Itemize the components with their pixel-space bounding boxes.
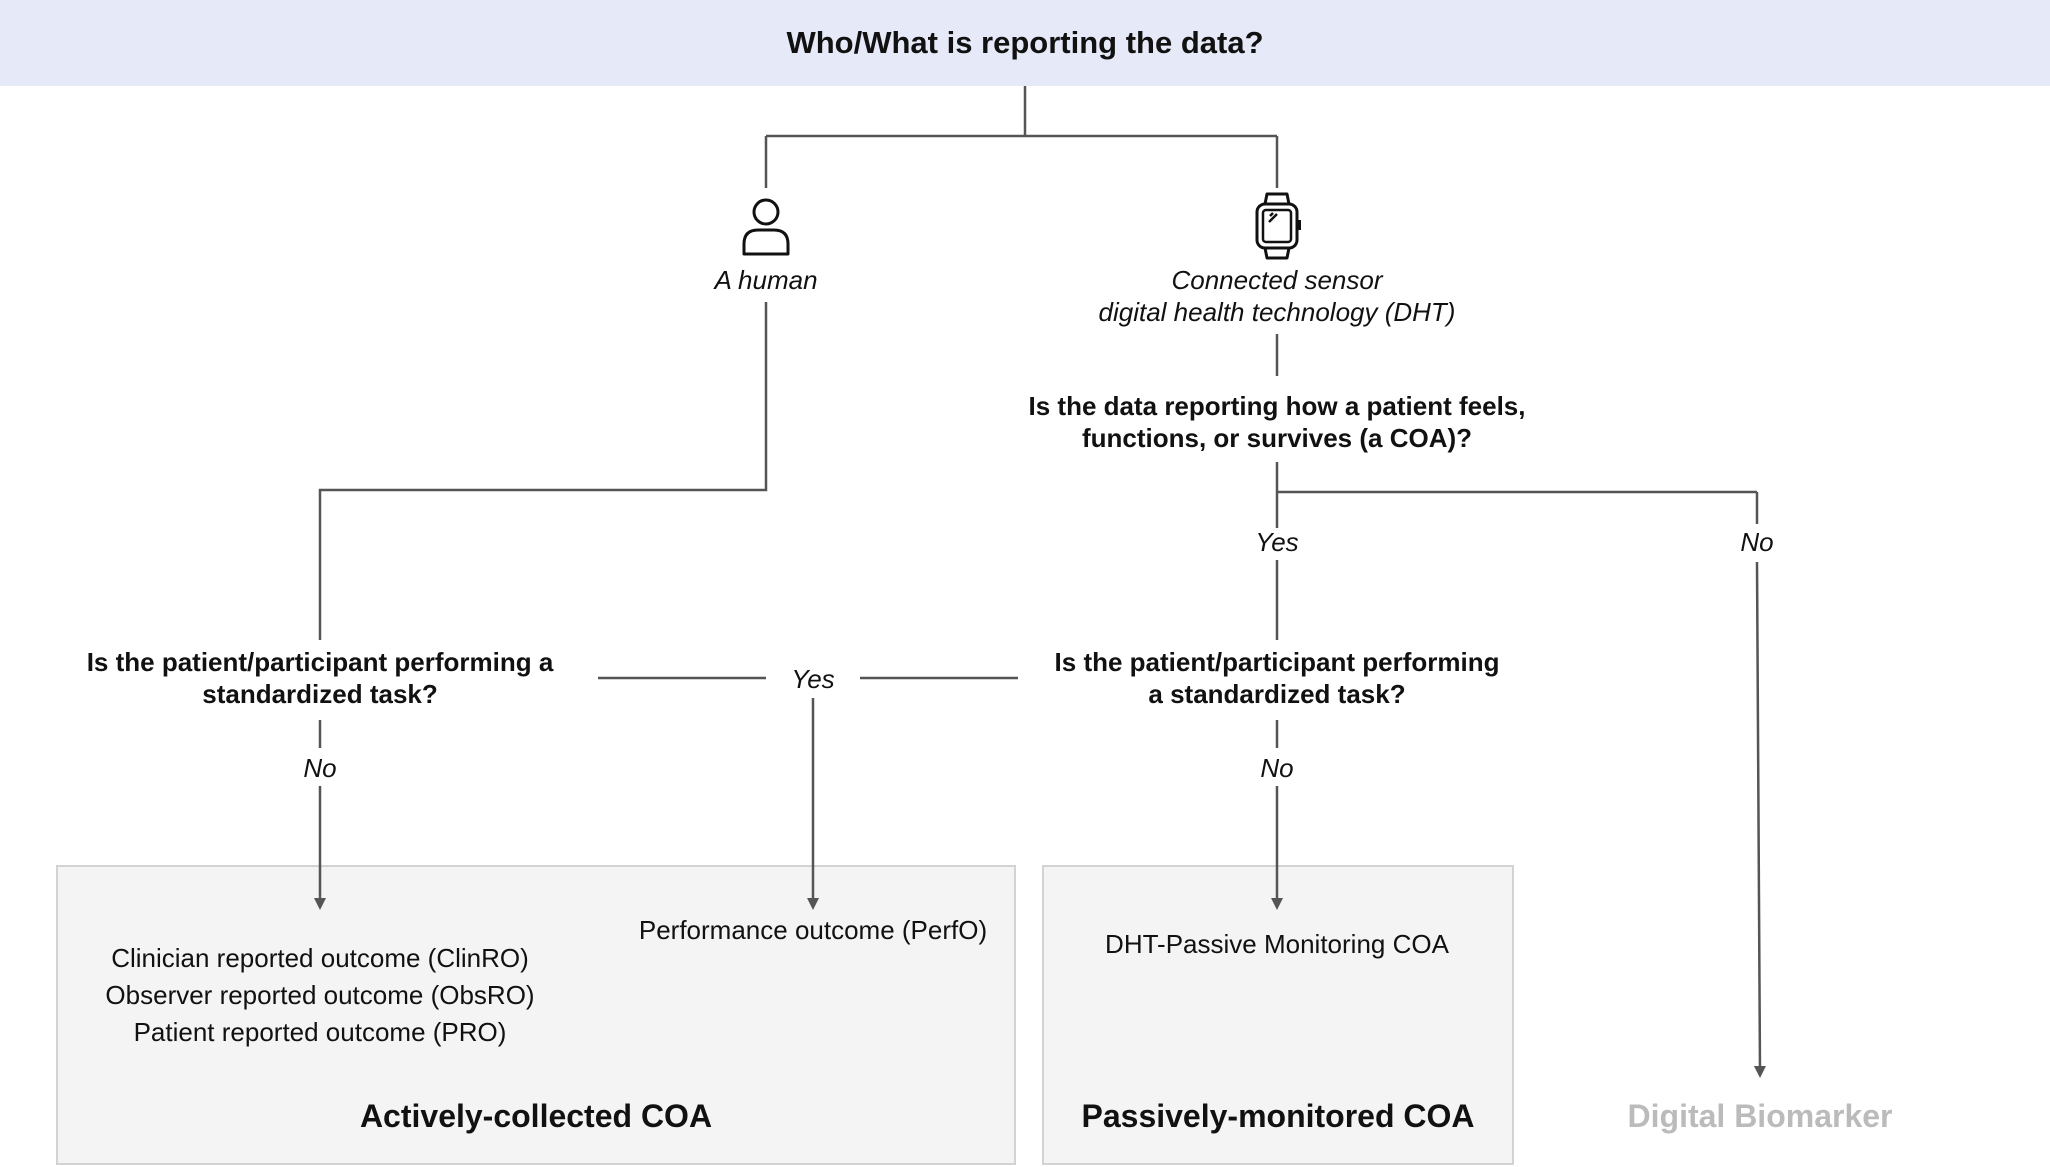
human-label: A human [714,265,818,295]
passively-monitored-title: Passively-monitored COA [1081,1098,1475,1134]
clinro-item: Clinician reported outcome (ClinRO) [111,943,529,973]
task-right-question-line2: a standardized task? [1148,679,1406,709]
biomarker-arrow [1753,561,1766,1078]
header-question: Who/What is reporting the data? [786,25,1264,60]
coa-no-label: No [1740,527,1774,557]
dht-passive-item: DHT-Passive Monitoring COA [1105,929,1449,959]
coa-question-line2: functions, or survives (a COA)? [1081,423,1473,453]
pro-item: Patient reported outcome (PRO) [133,1017,507,1047]
smartwatch-icon [1255,192,1301,260]
person-icon [742,198,790,256]
obsro-item: Observer reported outcome (ObsRO) [105,980,535,1010]
coa-yes-label: Yes [1255,527,1299,557]
perfo-item: Performance outcome (PerfO) [638,915,988,945]
actively-collected-title: Actively-collected COA [359,1098,713,1134]
coa-question-line1: Is the data reporting how a patient feel… [1028,391,1526,421]
task-left-question-line2: standardized task? [202,679,438,709]
task-yes-label: Yes [791,664,835,694]
left-no-label: No [303,753,337,783]
header-banner: Who/What is reporting the data? [0,0,2050,86]
human-path-line [318,302,768,640]
task-right-question-line1: Is the patient/participant performing [1054,647,1500,677]
sensor-label-line1: Connected sensor [1171,265,1383,295]
right-no-label: No [1260,753,1294,783]
sensor-label-line2: digital health technology (DHT) [1098,297,1456,327]
actively-collected-box [56,865,1016,1165]
digital-biomarker-title: Digital Biomarker [1627,1098,1893,1134]
task-left-question-line1: Is the patient/participant performing a [86,647,554,677]
